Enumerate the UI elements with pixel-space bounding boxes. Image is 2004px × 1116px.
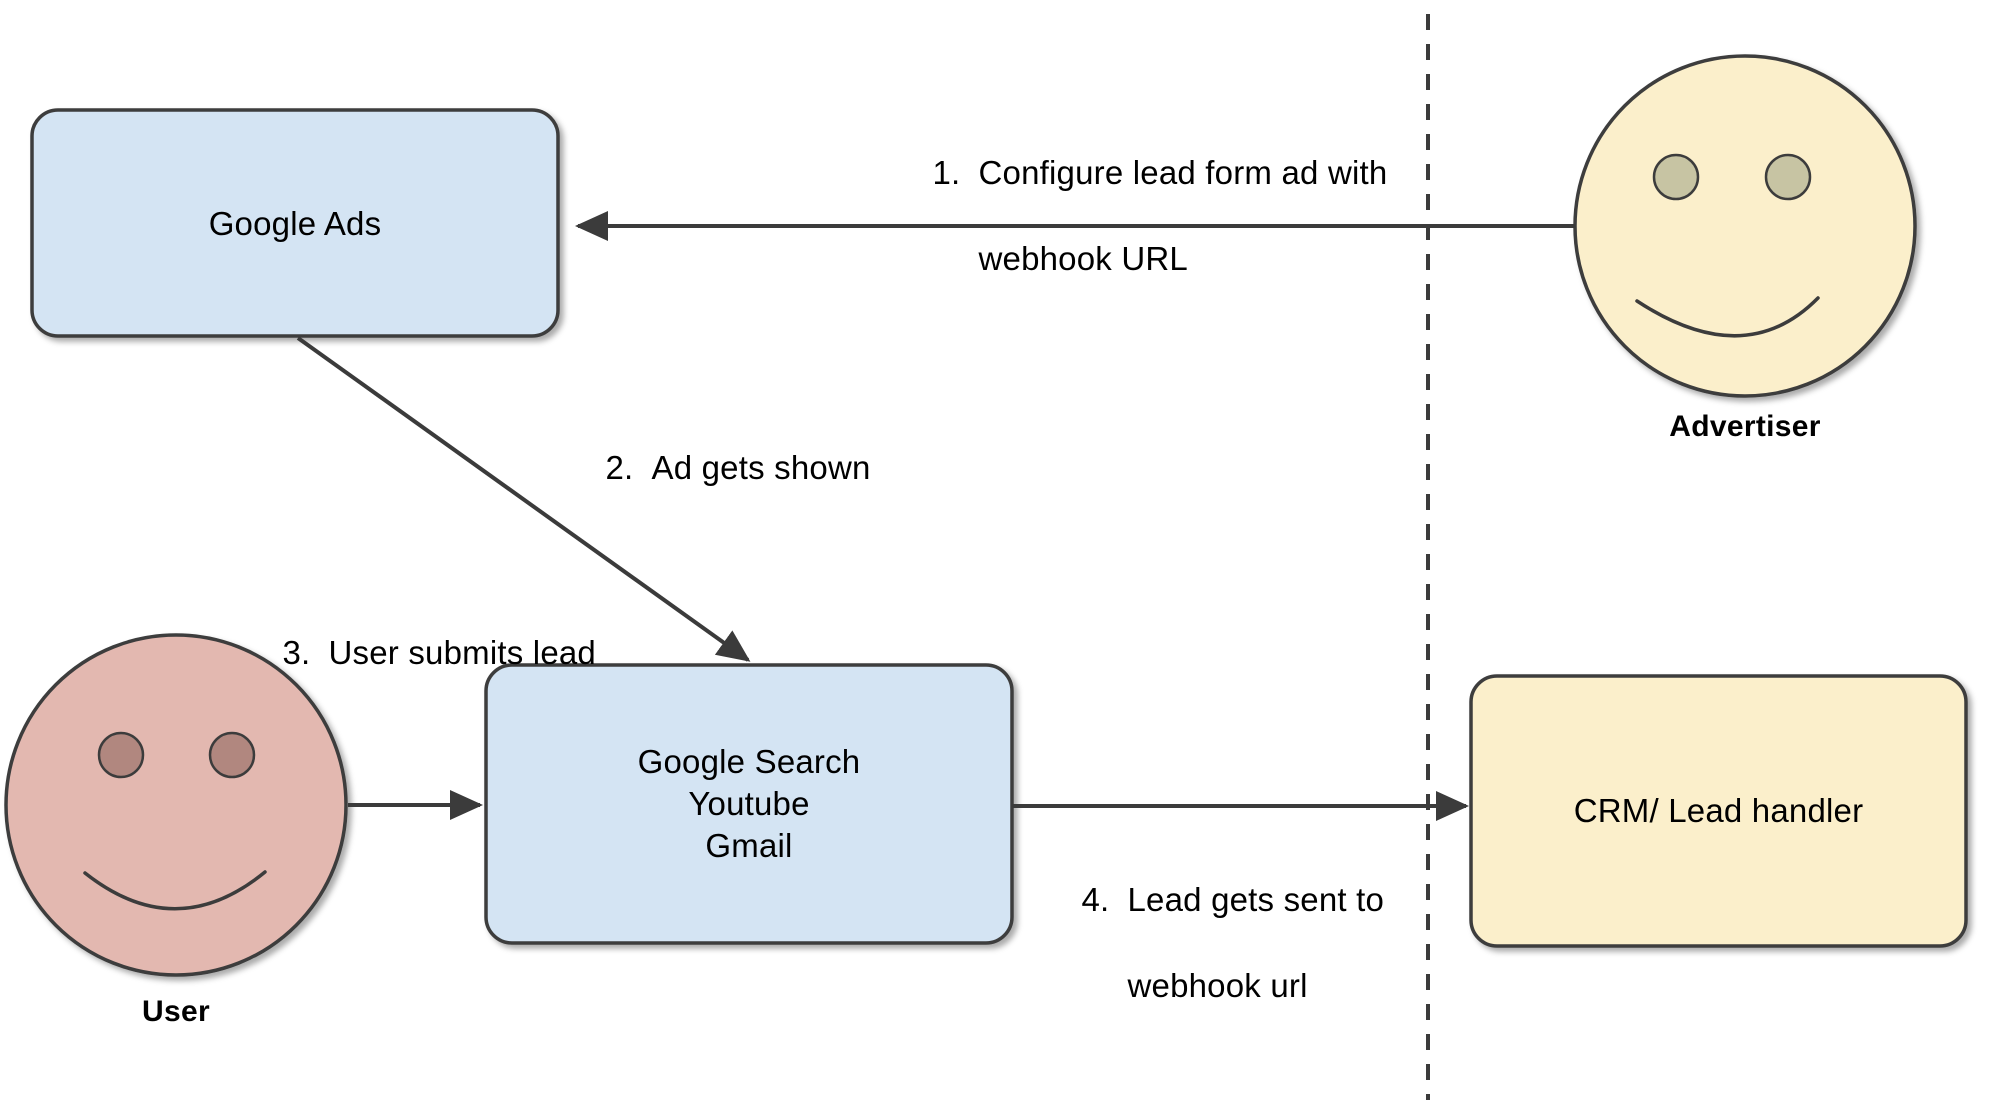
advertiser-left-eye-icon — [1652, 153, 1700, 201]
edge-label-configure-lead-form: 1. Configure lead form ad with webhook UR… — [895, 108, 1405, 323]
edge-label-4-line1: Lead gets sent to — [1127, 881, 1385, 918]
edge-label-1-number: 1. — [932, 154, 961, 191]
advertiser-caption: Advertiser — [1669, 410, 1821, 443]
edge-google-ads-to-google-properties — [296, 336, 751, 662]
edge-label-2-line1: Ad gets shown — [651, 449, 871, 486]
edge-label-user-submits-lead: 3. User submits lead — [245, 588, 605, 717]
edge-label-lead-gets-sent: 4. Lead gets sent to webhook url — [1044, 835, 1444, 1050]
edge-label-1-line1: Configure lead form ad with — [978, 154, 1388, 191]
advertiser-face-shape[interactable] — [1573, 54, 1917, 398]
user-left-eye-icon — [97, 731, 145, 779]
edge-label-2-number: 2. — [605, 449, 634, 486]
user-face-shape[interactable] — [4, 633, 348, 977]
user-smile-icon — [83, 870, 267, 911]
google-ads-box-shape[interactable] — [30, 108, 560, 338]
edge-label-3-number: 3. — [282, 634, 311, 671]
edge-label-4-number: 4. — [1081, 881, 1110, 918]
advertiser-smile-icon — [1635, 296, 1820, 338]
advertiser-right-eye-icon — [1764, 153, 1812, 201]
edge-label-1-line2: webhook URL — [978, 240, 1188, 277]
edge-label-3-line1: User submits lead — [328, 634, 596, 671]
edge-label-4-line2: webhook url — [1127, 967, 1308, 1004]
user-right-eye-icon — [208, 731, 256, 779]
edge-label-ad-gets-shown: 2. Ad gets shown — [568, 403, 928, 532]
crm-lead-handler-box-shape[interactable] — [1469, 674, 1968, 948]
user-caption: User — [142, 995, 210, 1028]
